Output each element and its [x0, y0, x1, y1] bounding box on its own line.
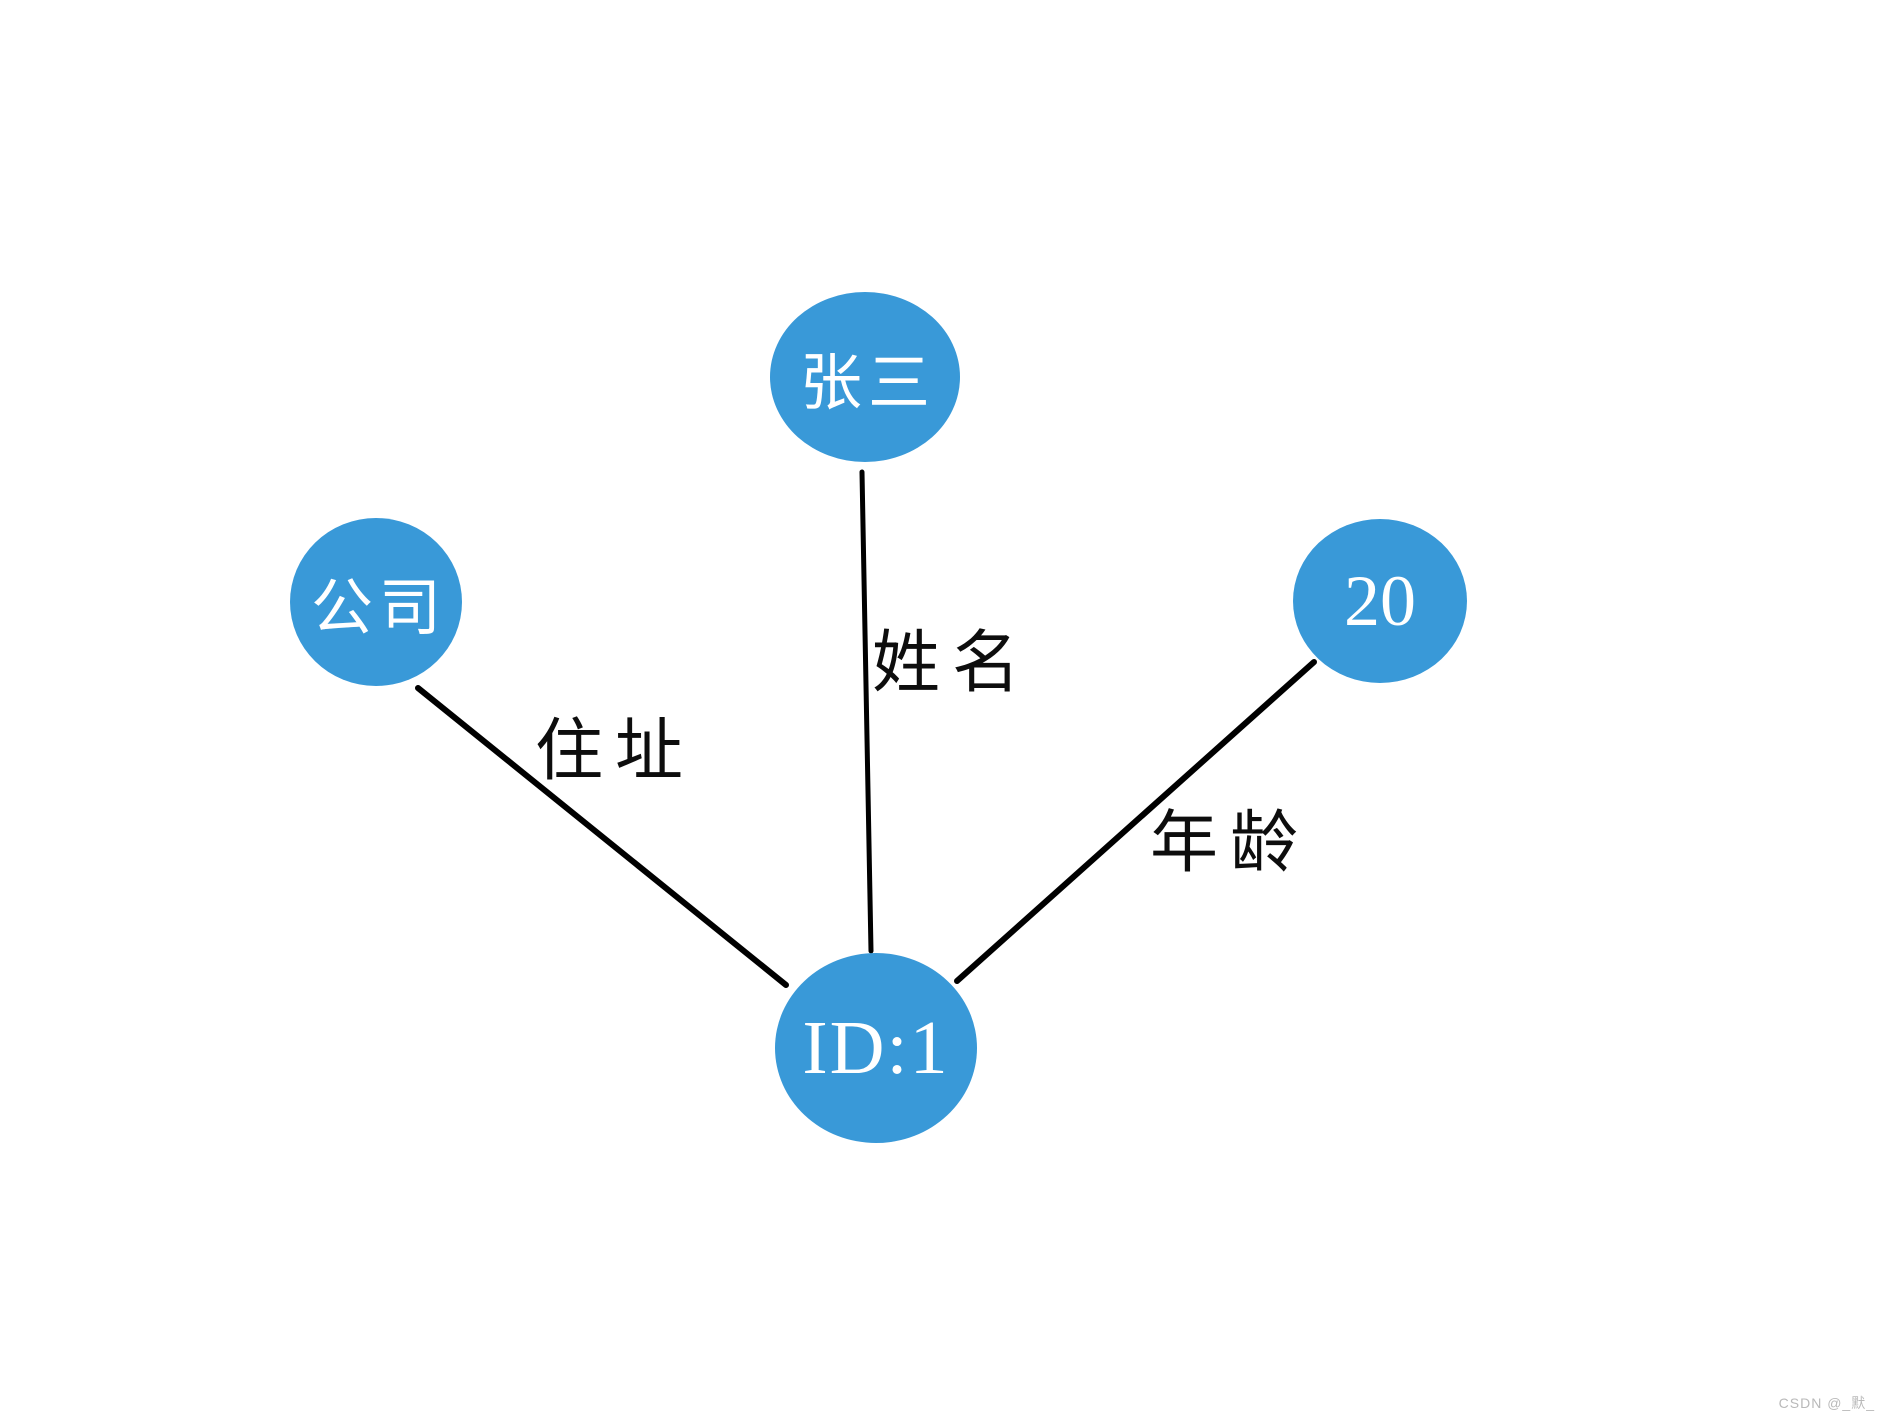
node-person-id-label: ID:1 [802, 1005, 950, 1090]
edge-address-line [415, 685, 789, 988]
node-age-20: 20 [1293, 519, 1467, 683]
edge-label-address: 住址 [535, 712, 696, 791]
edge-label-age: 年龄 [1150, 804, 1311, 883]
node-age-20-label: 20 [1344, 560, 1416, 641]
csdn-watermark: CSDN @_默_ [1778, 1395, 1875, 1411]
node-zhangsan: 张三 [770, 292, 960, 462]
node-company: 公司 [290, 518, 462, 686]
edge-age-line [954, 659, 1317, 984]
node-person-id: ID:1 [775, 953, 977, 1143]
node-zhangsan-label: 张三 [799, 346, 936, 419]
edge-name-line [859, 469, 874, 954]
node-company-label: 公司 [310, 571, 447, 644]
edge-label-name: 姓名 [872, 624, 1033, 703]
